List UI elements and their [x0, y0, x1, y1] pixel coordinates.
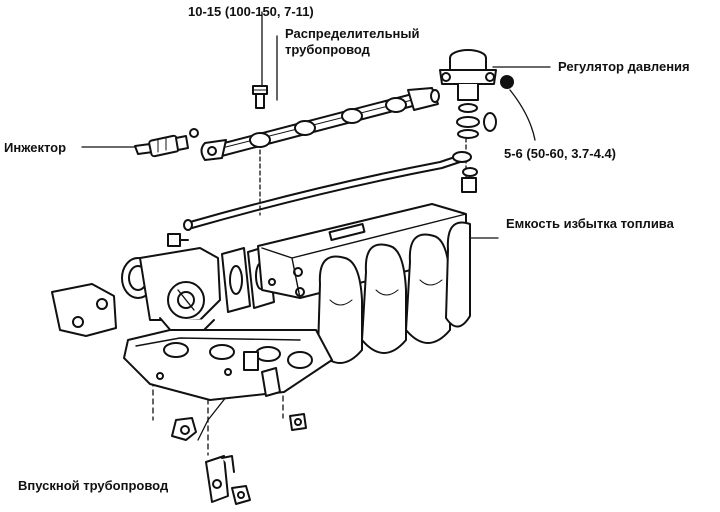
- intake-manifold-part: [123, 329, 333, 401]
- surge-tank-label: Емкость избытка топлива: [506, 216, 674, 231]
- intake-runners: [317, 221, 471, 364]
- injector-label: Инжектор: [4, 140, 67, 155]
- fuel-rail: [200, 87, 440, 161]
- pressure-regulator-part: [439, 49, 514, 139]
- pressure-regulator-label: Регулятор давления: [558, 59, 690, 74]
- intake-manifold-label: Впускной трубопровод: [18, 478, 169, 493]
- rail-torque-label: 10-15 (100-150, 7-11): [188, 4, 314, 19]
- injector-part: [134, 128, 199, 158]
- throttle-bolt: [167, 233, 189, 247]
- leader-regulator-torque: [509, 89, 536, 141]
- fuel-rail-bolt: [252, 85, 268, 109]
- fuel-rail-label-line1: Распределительный: [285, 26, 420, 41]
- surge-tank-part: [257, 203, 467, 299]
- bottom-fasteners: [171, 413, 307, 505]
- regulator-torque-label: 5-6 (50-60, 3.7-4.4): [504, 146, 617, 161]
- fuel-return-pipe: [183, 151, 478, 231]
- throttle-body: [51, 247, 221, 337]
- fuel-rail-label-line2: трубопровод: [285, 42, 370, 57]
